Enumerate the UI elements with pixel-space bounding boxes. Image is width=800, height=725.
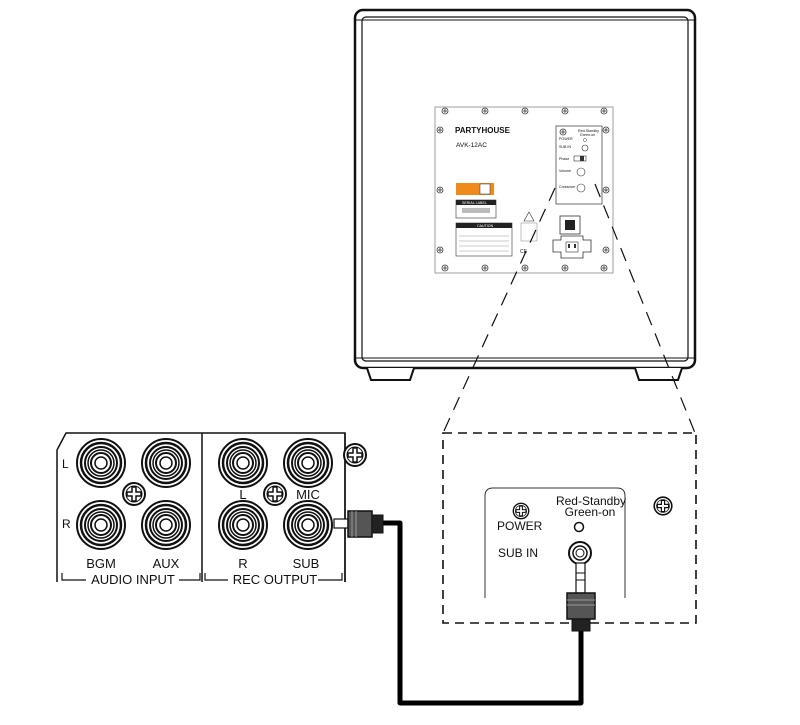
- bgm-left-jack: [75, 437, 127, 489]
- svg-text:Phase: Phase: [559, 157, 569, 161]
- audio-input-label: AUDIO INPUT: [91, 572, 175, 587]
- subwoofer-cable: [333, 510, 596, 706]
- svg-text:SUB IN: SUB IN: [559, 145, 571, 149]
- panel-screw-icon: [512, 502, 530, 520]
- mic-label: MIC: [296, 487, 320, 502]
- ce-mark-icon: CE: [520, 249, 528, 255]
- rec-r-label: R: [238, 556, 247, 571]
- input-screw-icon: [122, 482, 146, 506]
- rca-plug-left: [333, 510, 384, 538]
- mono-plug-right: [566, 562, 596, 632]
- svg-text:POWER: POWER: [559, 137, 573, 141]
- sub-output-jack: [282, 499, 334, 551]
- detail-screw-icon: [653, 496, 673, 516]
- corner-screw-icon: [343, 443, 367, 467]
- volume-knob: [576, 167, 586, 177]
- power-inlet: [552, 235, 592, 259]
- amplifier-rear-panel: L R BGM AUX L MIC R SUB AUDIO INPUT REC …: [56, 432, 367, 587]
- warning-triangle-icon: [523, 211, 535, 222]
- crossover-knob: [576, 183, 586, 193]
- sub-in-label: SUB IN: [498, 546, 538, 560]
- brand-logo: PARTYHOUSE: [455, 126, 511, 135]
- rec-left-jack: [217, 437, 269, 489]
- label-right: R: [62, 517, 71, 531]
- bgm-label: BGM: [86, 556, 116, 571]
- rec-l-label: L: [239, 487, 246, 502]
- mini-sub-in-jack: [581, 144, 589, 152]
- rec-output-label: REC OUTPUT: [233, 572, 318, 587]
- power-led: [573, 521, 585, 533]
- output-screw-icon: [263, 482, 287, 506]
- caution-label: [455, 222, 513, 257]
- bgm-right-jack: [75, 499, 127, 551]
- svg-text:Volume: Volume: [559, 169, 571, 173]
- mic-jack: [282, 437, 334, 489]
- svg-text:SERIAL LABEL: SERIAL LABEL: [462, 201, 487, 205]
- sub-label: SUB: [293, 556, 320, 571]
- status-indicator-line2: Green-on: [565, 505, 616, 519]
- svg-text:Green-on: Green-on: [580, 133, 595, 137]
- sub-in-detail: Red-Standby Green-on POWER SUB IN: [442, 432, 697, 624]
- svg-text:CAUTION: CAUTION: [477, 224, 494, 228]
- model-number: AVK-12AC: [456, 142, 487, 149]
- control-module: [555, 125, 603, 205]
- power-label: POWER: [497, 519, 543, 533]
- status-indicator-line1: Red-Standby: [556, 494, 626, 508]
- aux-label: AUX: [153, 556, 180, 571]
- svg-text:Red-Standby: Red-Standby: [578, 129, 599, 133]
- aux-left-jack: [140, 437, 192, 489]
- rear-panel-plate: PARTYHOUSE AVK-12AC SERIAL LABEL CAUTION…: [434, 106, 614, 274]
- svg-text:Crossover: Crossover: [559, 185, 576, 189]
- aux-right-jack: [140, 499, 192, 551]
- sub-in-jack: [568, 541, 592, 565]
- rec-right-jack: [217, 499, 269, 551]
- label-left: L: [62, 457, 69, 471]
